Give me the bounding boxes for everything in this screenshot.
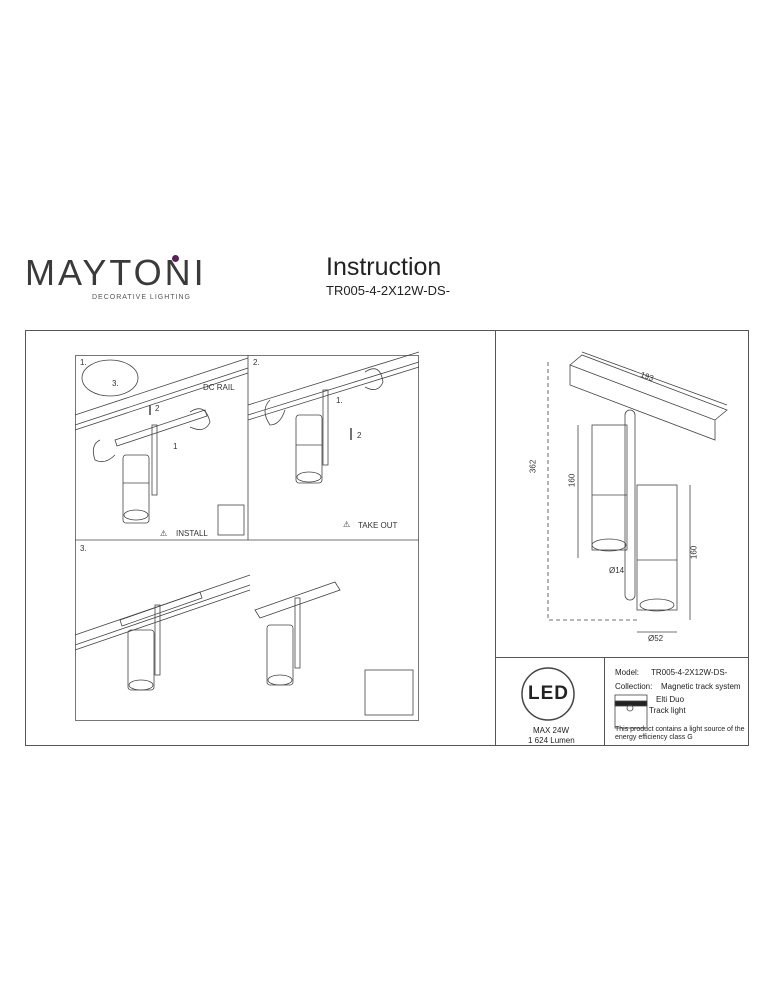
- warning-icon: ⚠: [160, 529, 168, 538]
- series-name: Elti Duo: [656, 695, 685, 704]
- take-out-label: TAKE OUT: [358, 521, 398, 530]
- model-label: Model:: [615, 668, 640, 677]
- brand-tagline: DECORATIVE LIGHTING: [92, 294, 191, 301]
- dim-shade-height-1: 160: [567, 473, 577, 488]
- led-logo: LED: [528, 683, 569, 704]
- step1-callout-3: 3.: [112, 379, 119, 388]
- lumen: 1 624 Lumen: [528, 736, 575, 745]
- steps-panel: [75, 355, 419, 721]
- divider: [495, 657, 749, 658]
- dim-shade-diameter: Ø52: [648, 634, 664, 643]
- collection-label: Collection:: [615, 682, 653, 691]
- model-code: TR005-4-2X12W-DS-: [326, 283, 451, 298]
- logo-accent-dot: [172, 255, 179, 262]
- product-type: Track light: [649, 706, 686, 715]
- model-value: TR005-4-2X12W-DS-: [651, 668, 728, 677]
- dim-rod-diameter: Ø14: [609, 566, 625, 575]
- install-label: INSTALL: [176, 529, 208, 538]
- step1-callout-1: 1: [173, 442, 178, 451]
- page-title: Instruction: [326, 253, 442, 281]
- step3-number: 3.: [80, 544, 87, 553]
- divider: [604, 657, 605, 746]
- step2-callout-1: 1.: [336, 396, 343, 405]
- max-power: MAX 24W: [533, 726, 570, 735]
- instruction-frame: [25, 330, 749, 746]
- collection-value: Magnetic track system: [661, 682, 741, 691]
- dc-rail-label: DC RAIL: [203, 383, 235, 392]
- divider: [495, 330, 496, 746]
- step2-number: 2.: [253, 358, 260, 367]
- energy-note: This product contains a light source of …: [615, 726, 745, 741]
- warning-icon: ⚠: [343, 520, 351, 529]
- dim-total-height: 362: [528, 459, 538, 474]
- step1-number: 1.: [80, 358, 87, 367]
- dim-shade-height-2: 160: [689, 545, 699, 560]
- step1-callout-2: 2: [155, 404, 160, 413]
- step2-callout-2: 2: [357, 431, 362, 440]
